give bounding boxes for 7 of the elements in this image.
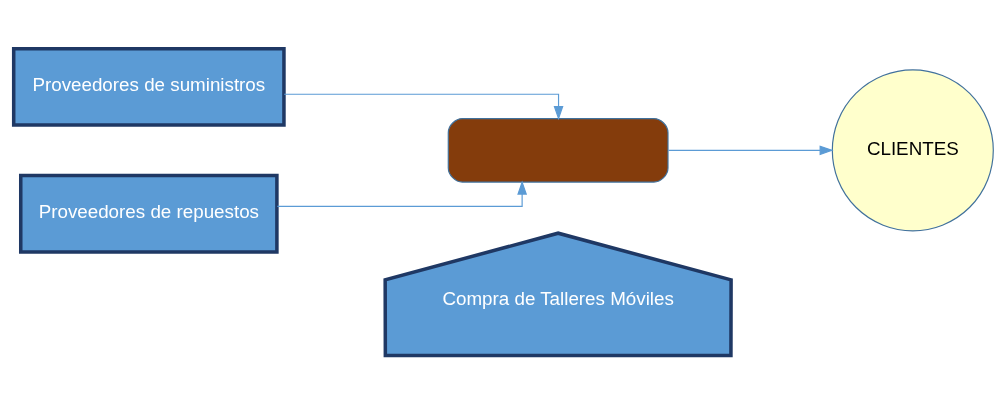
arrow [667,145,834,156]
node-box: Proveedores de repuestos [19,173,279,254]
node-box [447,118,669,183]
node-circle: CLIENTES [831,69,994,232]
node-box: Proveedores de suministros [11,46,286,127]
arrow [283,93,564,121]
arrow [276,180,528,208]
